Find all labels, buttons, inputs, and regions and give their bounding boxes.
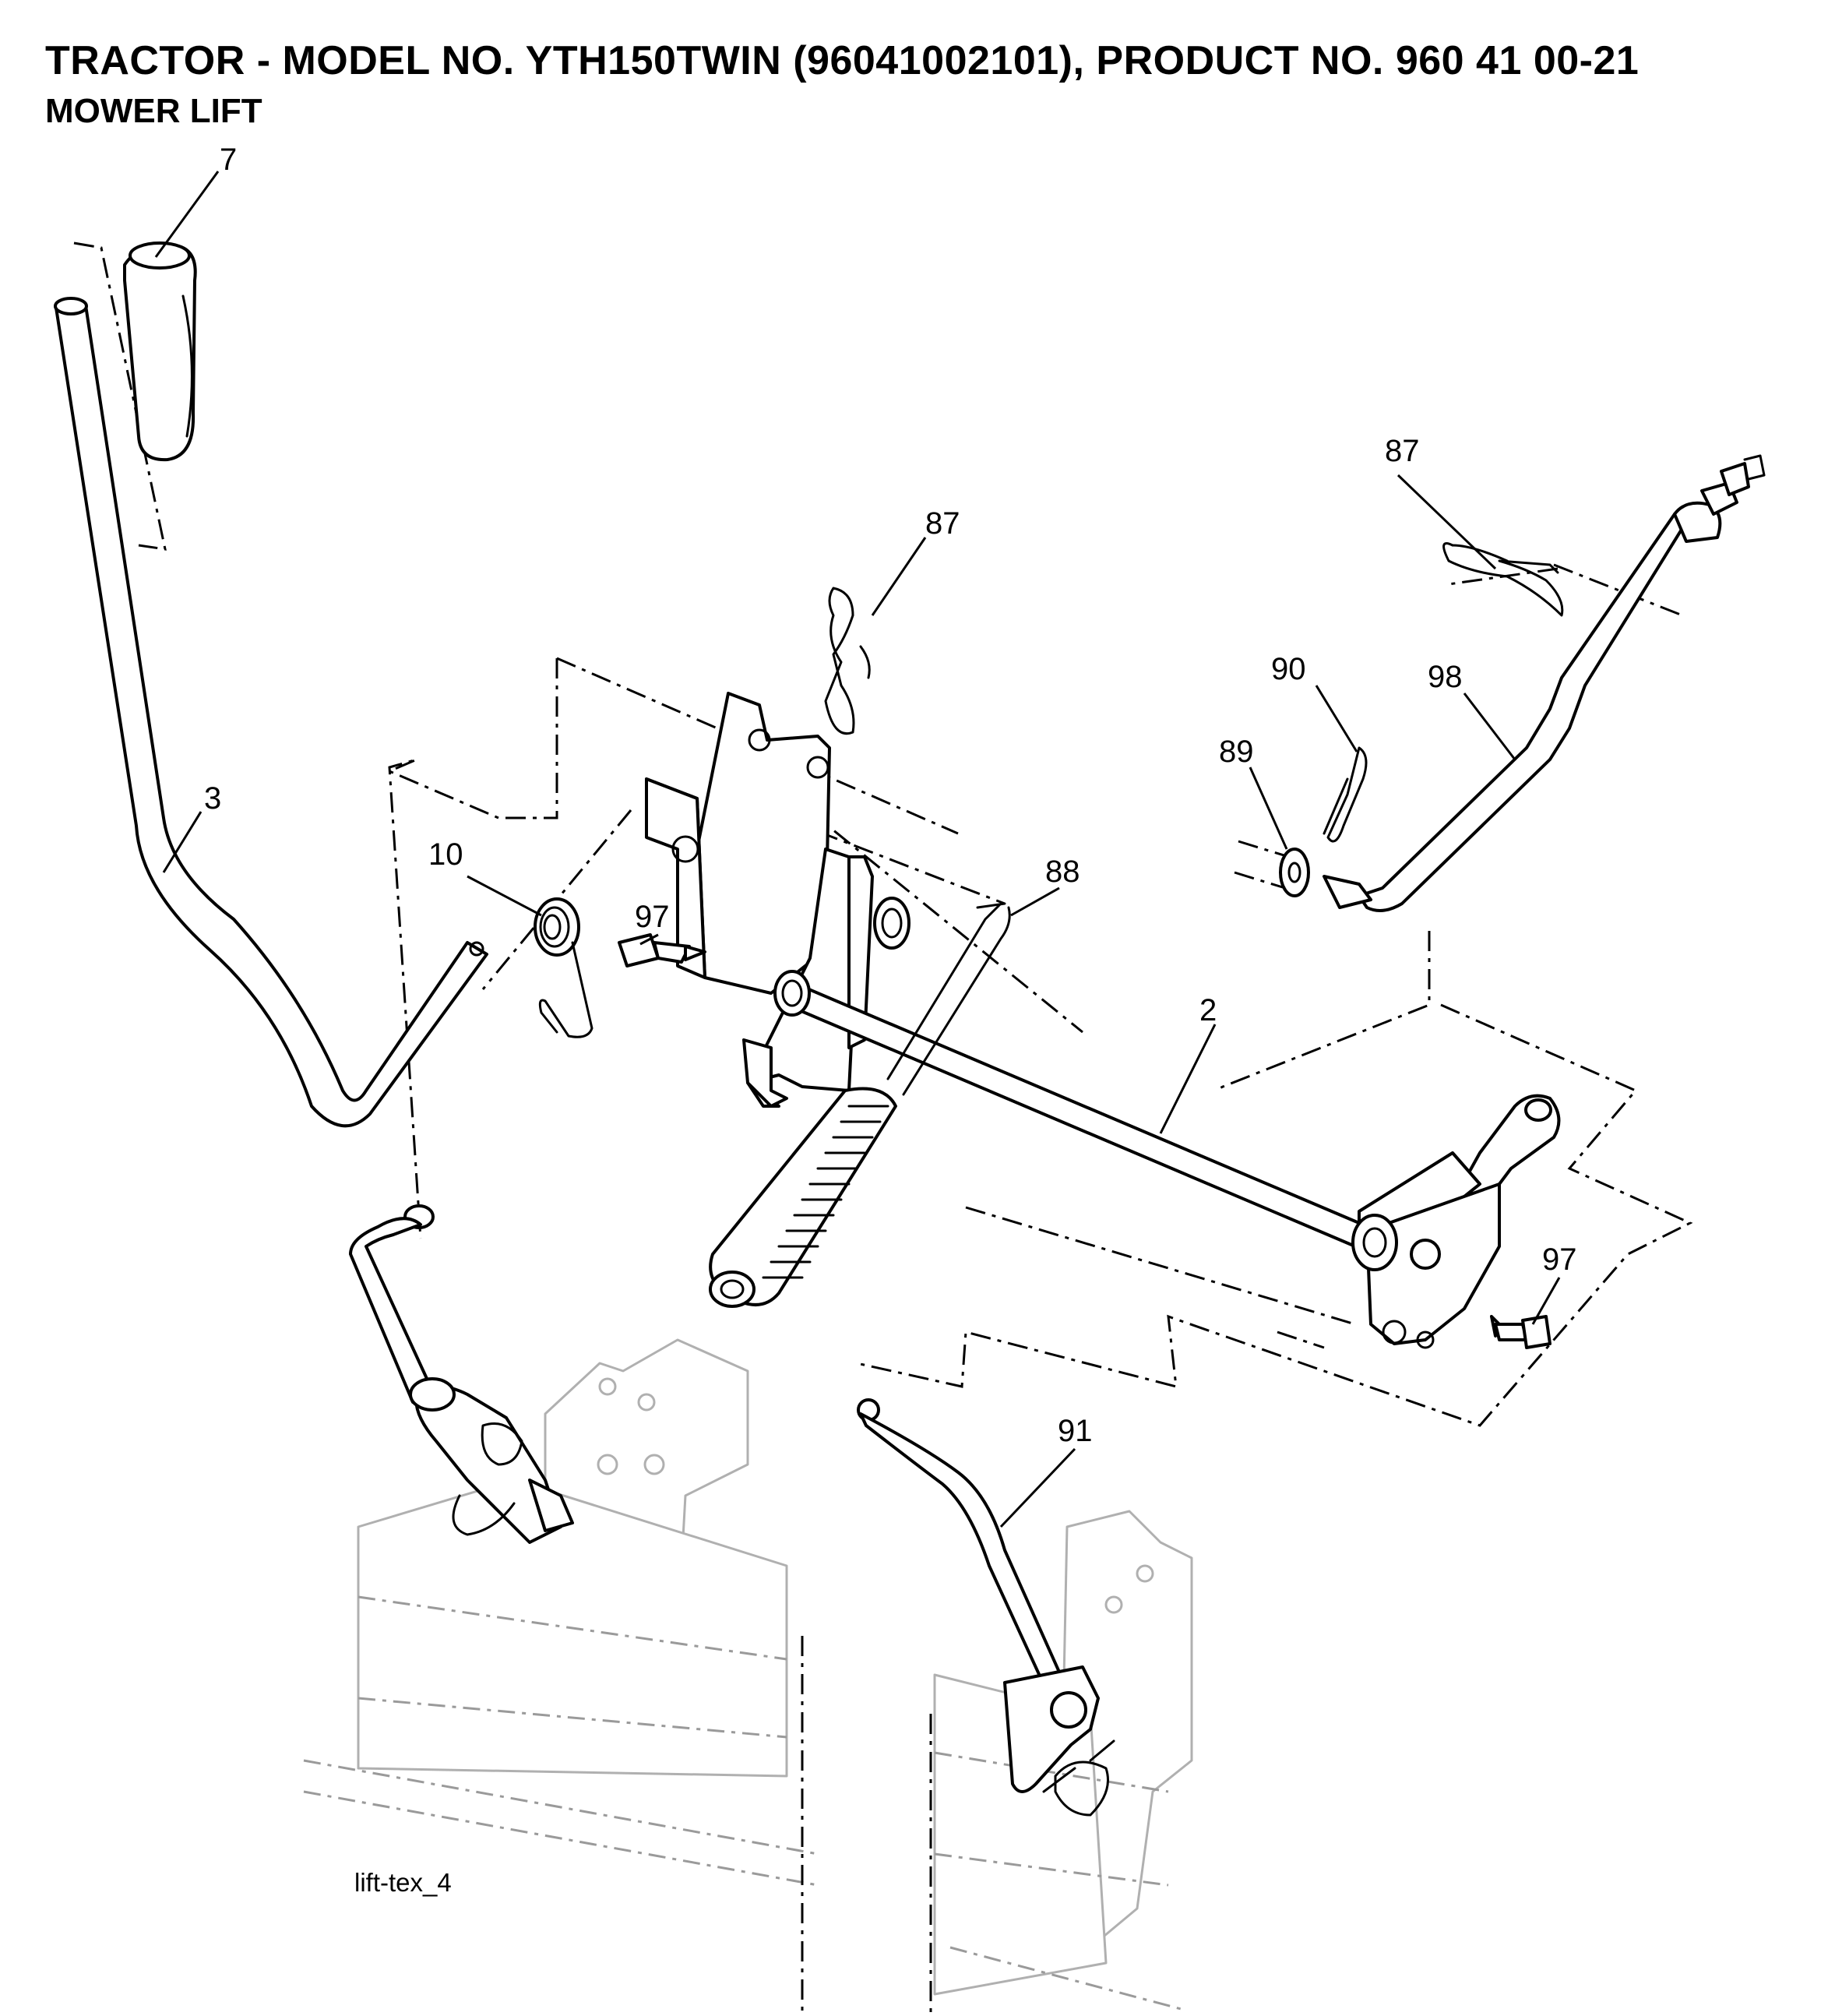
page-title: TRACTOR - MODEL NO. YTH150TWIN (96041002…	[45, 38, 1640, 83]
callout-labels: 7 3 87 87 90 89 98 10 97 88 2 97 91	[204, 143, 1577, 1448]
leader-lines	[154, 171, 1561, 1528]
section-title: MOWER LIFT	[45, 92, 262, 130]
callout-97-right: 97	[1542, 1242, 1577, 1277]
callout-87-right: 87	[1385, 434, 1420, 468]
lift-bracket	[645, 692, 910, 1108]
part-10-torsion-spring	[534, 897, 593, 1038]
callout-88: 88	[1045, 855, 1080, 889]
part-3-lift-handle	[54, 297, 488, 1128]
part-91-right-lift-link	[857, 1398, 1115, 1817]
callout-10: 10	[428, 837, 463, 872]
right-lift-arm	[1351, 1094, 1561, 1349]
part-97-bolt-right	[1490, 1315, 1552, 1349]
edge-dashed-lines	[801, 1636, 932, 2016]
callout-2: 2	[1199, 993, 1217, 1027]
callout-3: 3	[204, 781, 221, 816]
callout-91: 91	[1058, 1414, 1093, 1448]
ghost-frame-left	[303, 1338, 819, 1887]
part-90-clip	[1323, 746, 1368, 843]
figure-caption: lift-tex_4	[354, 1868, 452, 1897]
part-87-hairpin-clip-center	[824, 587, 871, 735]
extension-spring	[709, 1087, 897, 1308]
part-98-adjust-rod	[1323, 454, 1766, 912]
part-89-washer	[1279, 848, 1310, 897]
callout-98: 98	[1428, 660, 1463, 694]
ghost-frame-right	[933, 1510, 1193, 2011]
part-7-handle-grip	[123, 241, 197, 462]
part-88-spring-hook	[886, 902, 1011, 1096]
callout-7: 7	[220, 143, 237, 177]
part-97-bolt-left	[618, 933, 706, 967]
callout-97-left: 97	[635, 900, 670, 934]
callout-89: 89	[1219, 735, 1254, 769]
callout-90: 90	[1271, 652, 1306, 686]
callout-87-center: 87	[925, 506, 960, 541]
part-87-hairpin-clip-right	[1442, 542, 1564, 617]
left-lift-link	[349, 1204, 574, 1544]
